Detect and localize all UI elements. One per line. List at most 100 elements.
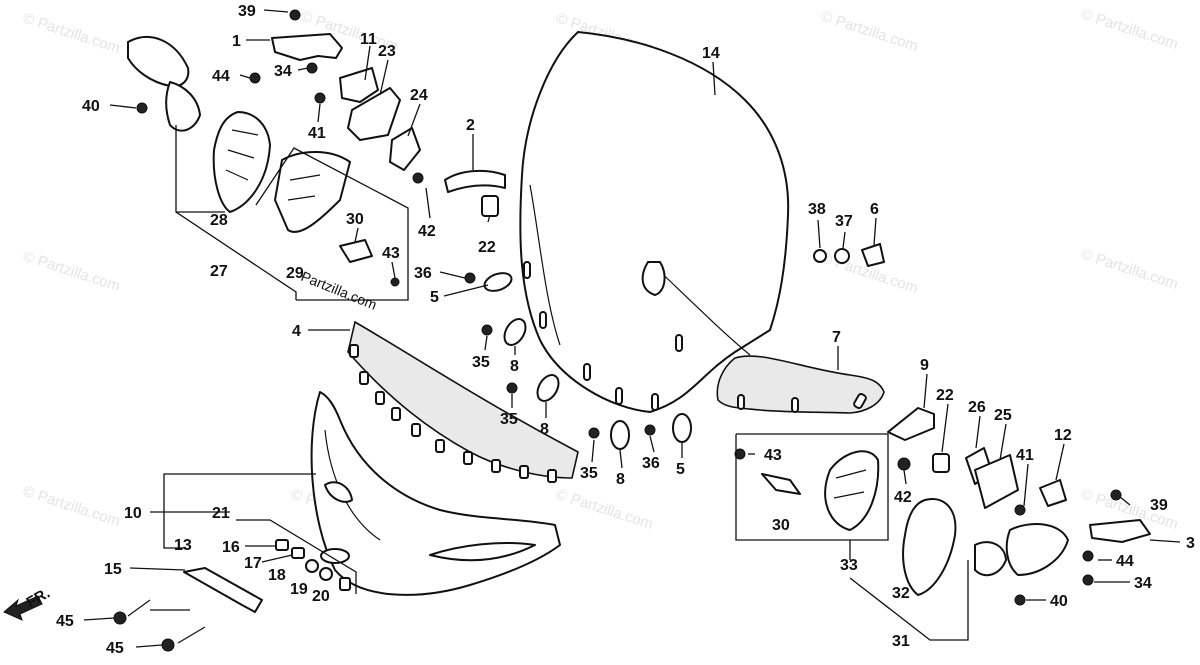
item-30-right	[761, 473, 801, 495]
side-cover-left	[212, 111, 271, 213]
callout-7: 7	[832, 329, 841, 346]
inner-bracket-27	[274, 151, 351, 233]
callout-27: 27	[210, 263, 228, 280]
item-30-left	[339, 239, 373, 263]
callout-30: 30	[346, 211, 364, 228]
callout-17: 17	[244, 555, 262, 572]
callout-34: 34	[1134, 575, 1152, 592]
callout-1: 1	[232, 33, 241, 50]
callout-41: 41	[308, 125, 326, 142]
callout-14: 14	[702, 45, 720, 62]
watermark: © Partzilla.com	[21, 10, 122, 57]
leader-lines	[83, 9, 1181, 648]
windscreen	[519, 31, 790, 413]
grommets-left	[483, 272, 692, 450]
callout-8: 8	[510, 358, 519, 375]
callout-20: 20	[312, 588, 330, 605]
front-direction-indicator: FR.	[3, 585, 53, 621]
windscreen-slots	[523, 261, 683, 411]
callout-12: 12	[1054, 427, 1072, 444]
callout-40: 40	[1050, 593, 1068, 610]
trim-clips	[349, 344, 557, 483]
watermark: © Partzilla.com	[1079, 6, 1180, 53]
callout-19: 19	[290, 581, 308, 598]
callout-13: 13	[174, 537, 192, 554]
callout-25: 25	[994, 407, 1012, 424]
clamp-22-right	[932, 453, 950, 473]
callout-38: 38	[808, 201, 826, 218]
callout-37: 37	[835, 213, 853, 230]
washer-38	[813, 249, 827, 263]
mirror-left	[127, 36, 190, 88]
callout-22: 22	[478, 239, 496, 256]
callout-30: 30	[772, 517, 790, 534]
mirror-right	[1005, 523, 1069, 576]
side-cover-right	[902, 498, 957, 596]
callout-34: 34	[274, 63, 292, 80]
nut-6	[861, 243, 885, 267]
screws	[136, 9, 1122, 606]
callout-32: 32	[892, 585, 910, 602]
callout-44: 44	[212, 68, 230, 85]
callout-10: 10	[124, 505, 142, 522]
bracket-12	[1039, 479, 1067, 507]
group-boxes	[163, 125, 969, 641]
callout-8: 8	[616, 471, 625, 488]
brand-stamp: Partzilla.com	[299, 268, 379, 313]
bracket-3	[1089, 519, 1151, 543]
watermark: © Partzilla.com	[819, 8, 920, 55]
callout-31: 31	[892, 633, 910, 650]
callout-43: 43	[382, 245, 400, 262]
clamp-2	[444, 169, 506, 193]
callout-16: 16	[222, 539, 240, 556]
callout-15: 15	[104, 561, 122, 578]
callout-8: 8	[540, 421, 549, 438]
bolt-45a	[127, 599, 151, 617]
callout-42: 42	[894, 489, 912, 506]
inner-bracket-33	[824, 450, 880, 531]
windscreen-trim-right	[716, 355, 885, 414]
small-parts-16-20	[275, 539, 351, 591]
callout-42: 42	[418, 223, 436, 240]
bracket-15	[183, 567, 263, 613]
bracket-24	[389, 127, 421, 171]
callout-45: 45	[106, 640, 124, 657]
callout-22: 22	[936, 387, 954, 404]
clamp-22	[481, 195, 499, 217]
callout-43: 43	[764, 447, 782, 464]
callout-35: 35	[580, 465, 598, 482]
bracket-23	[347, 87, 401, 141]
callout-21: 21	[212, 505, 230, 522]
callout-36: 36	[414, 265, 432, 282]
bracket-1	[271, 33, 343, 61]
watermark: © Partzilla.com	[554, 486, 655, 533]
callout-24: 24	[410, 87, 428, 104]
callout-23: 23	[378, 43, 396, 60]
callout-4: 4	[292, 323, 301, 340]
bracket-25	[974, 454, 1019, 509]
bracket-9	[887, 407, 935, 441]
bolt-45b	[177, 626, 206, 644]
callout-39: 39	[1150, 497, 1168, 514]
callout-26: 26	[968, 399, 986, 416]
callout-18: 18	[268, 567, 286, 584]
callout-36: 36	[642, 455, 660, 472]
callout-5: 5	[430, 289, 439, 306]
watermark: © Partzilla.com	[21, 483, 122, 530]
callout-5: 5	[676, 461, 685, 478]
callout-39: 39	[238, 3, 256, 20]
callout-11: 11	[360, 31, 377, 48]
callout-2: 2	[466, 117, 475, 134]
callout-41: 41	[1016, 447, 1034, 464]
watermark: © Partzilla.com	[1079, 246, 1180, 293]
callout-28: 28	[210, 212, 228, 229]
callout-6: 6	[870, 201, 879, 218]
watermark: © Partzilla.com	[21, 248, 122, 295]
windscreen-trim-left	[347, 321, 579, 479]
callout-33: 33	[840, 557, 858, 574]
callout-labels: 39 1 44 34 40 11 23 24 41 14 2 28 27 30 …	[56, 3, 1195, 657]
callout-9: 9	[920, 357, 929, 374]
callout-29: 29	[286, 265, 304, 282]
